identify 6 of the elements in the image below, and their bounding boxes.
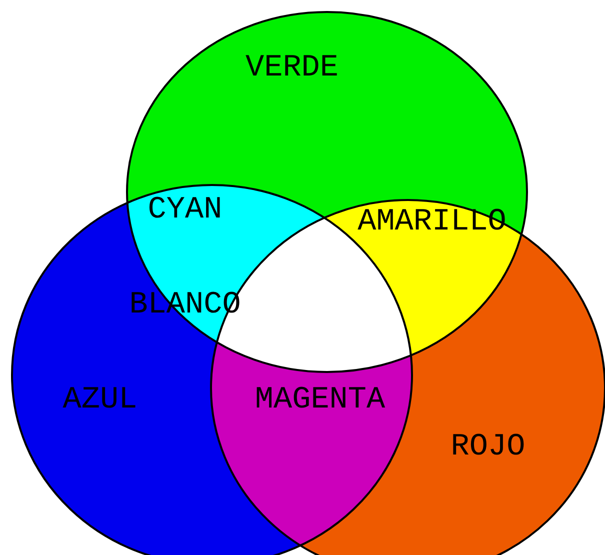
region-label: MAGENTA: [254, 384, 386, 416]
region-label: AZUL: [62, 384, 138, 416]
region-label: VERDE: [246, 52, 338, 84]
region-label: ROJO: [450, 432, 526, 462]
region-label: CYAN: [148, 194, 222, 226]
region-label: AMARILLO: [358, 206, 506, 238]
